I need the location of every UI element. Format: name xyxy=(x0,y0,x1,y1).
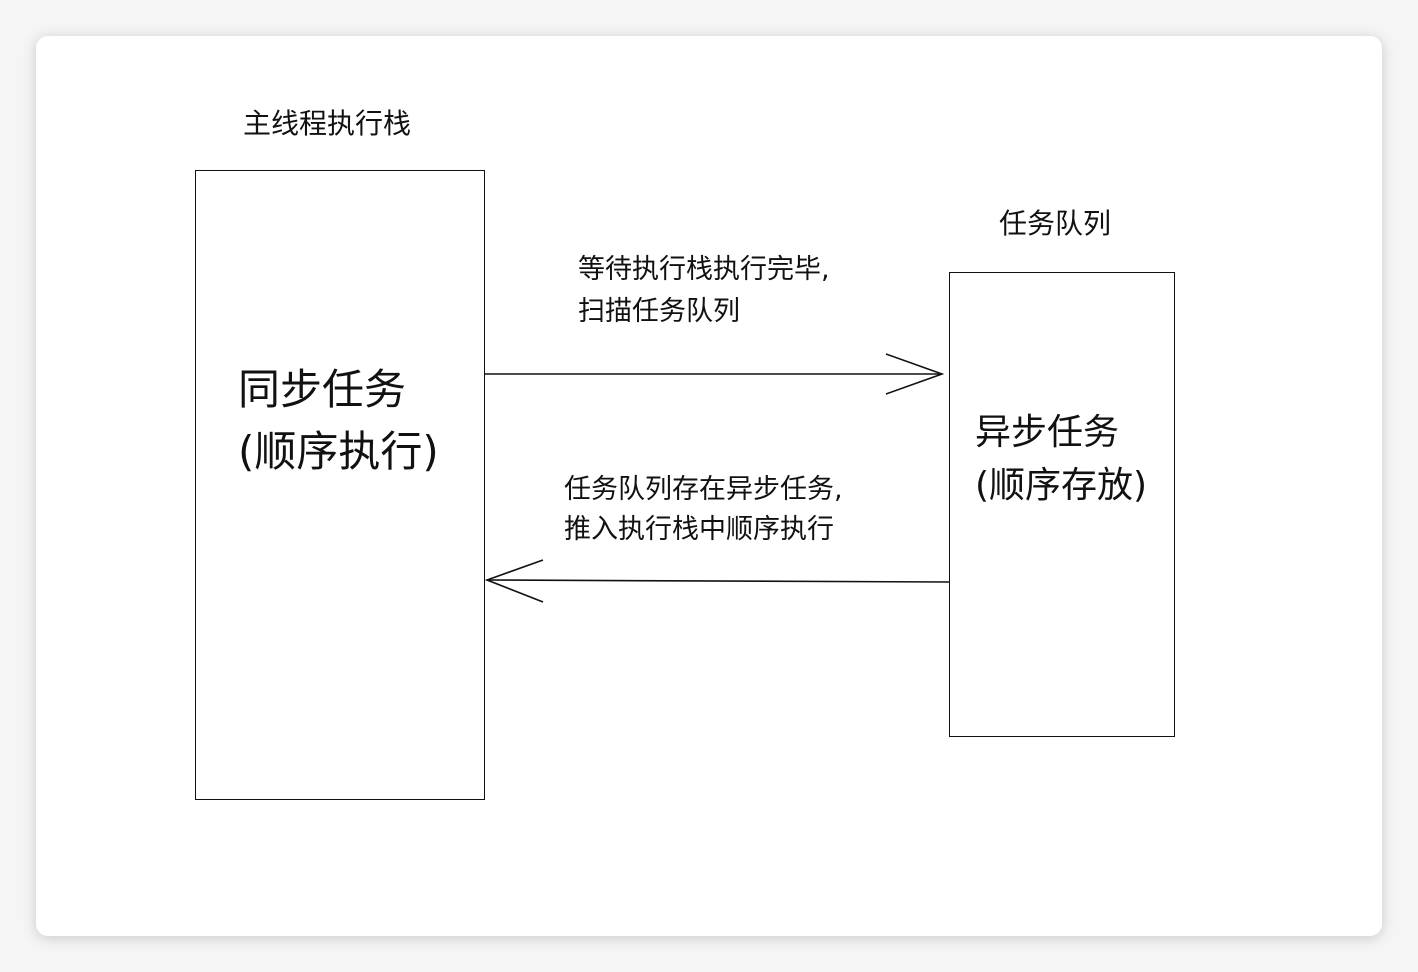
arrow-queue-to-stack-shaft xyxy=(486,579,950,583)
main-stack-title: 主线程执行栈 xyxy=(243,107,412,140)
arrow-stack-to-queue-head xyxy=(885,353,945,395)
arrow-to-queue-note-line2: 扫描任务队列 xyxy=(578,296,740,327)
task-queue-line1: 异步任务 xyxy=(975,412,1120,453)
main-stack-box: 同步任务 (顺序执行) xyxy=(195,170,485,800)
arrow-stack-to-queue xyxy=(485,353,945,395)
task-queue-box: 异步任务 (顺序存放) xyxy=(949,272,1175,737)
main-stack-line2: (顺序执行) xyxy=(238,427,439,476)
arrow-queue-to-stack-head xyxy=(484,559,544,603)
arrow-to-stack-note-line1: 任务队列存在异步任务, xyxy=(564,474,843,505)
arrow-to-stack-note-line2: 推入执行栈中顺序执行 xyxy=(564,514,834,545)
main-stack-line1: 同步任务 xyxy=(238,365,407,414)
arrows-layer xyxy=(484,353,950,603)
diagram-canvas: 主线程执行栈 同步任务 (顺序执行) 任务队列 异步任务 (顺序存放) 等待执行… xyxy=(36,36,1382,936)
arrow-to-queue-note-line1: 等待执行栈执行完毕, xyxy=(578,254,830,285)
task-queue-line2: (顺序存放) xyxy=(975,465,1148,506)
task-queue-title: 任务队列 xyxy=(999,207,1112,240)
arrow-queue-to-stack xyxy=(484,559,950,603)
